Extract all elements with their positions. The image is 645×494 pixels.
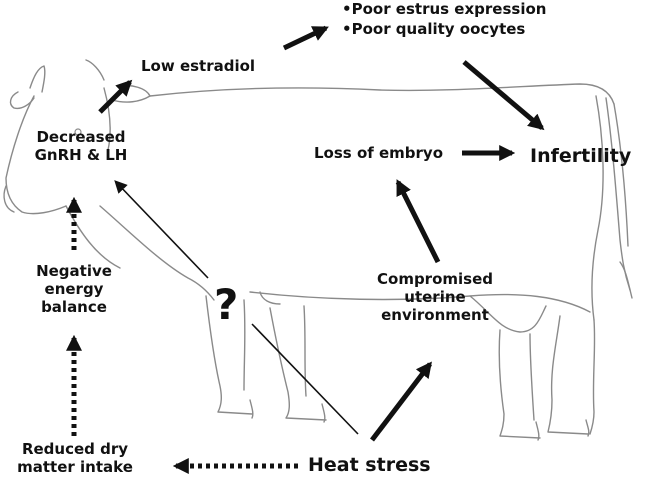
label-decreased-line1: Decreased — [36, 128, 126, 146]
arrow-oocytes-to-infertility — [462, 60, 545, 131]
label-reduced-line2: matter intake — [17, 458, 133, 476]
label-reduced-dry-matter-intake: Reduced dry matter intake — [6, 440, 144, 476]
label-infertility: Infertility — [530, 145, 632, 167]
label-compromised-uterine-environment: Compromised uterine environment — [362, 270, 508, 324]
arrow-question-to-decreased — [114, 180, 209, 279]
cow-eye — [74, 128, 82, 136]
label-low-estradiol: Low estradiol — [141, 57, 256, 75]
label-reduced-line1: Reduced dry — [21, 440, 129, 458]
label-decreased-gnrh-lh: Decreased GnRH & LH — [22, 128, 140, 164]
label-decreased-line2: GnRH & LH — [34, 146, 128, 164]
arrow-uterine-to-embryo — [395, 179, 441, 264]
label-negative-line3: balance — [41, 298, 107, 316]
solid-arrows — [98, 25, 545, 442]
dashed-arrows — [65, 196, 298, 475]
arrow-estradiol-to-estrus — [282, 25, 329, 51]
label-question-mark: ? — [214, 280, 239, 329]
label-negative-energy-balance: Negative energy balance — [18, 262, 130, 316]
label-negative-line1: Negative — [36, 262, 112, 280]
label-compromised-line2: uterine — [404, 288, 466, 306]
label-loss-of-embryo: Loss of embryo — [314, 144, 444, 162]
line-question-to-heat — [251, 323, 359, 435]
label-compromised-line1: Compromised — [377, 270, 493, 288]
label-poor-estrus: •Poor estrus expression — [342, 0, 547, 18]
label-poor-oocytes: •Poor quality oocytes — [342, 20, 526, 38]
label-negative-line2: energy — [44, 280, 104, 298]
arrow-heat-to-uterine — [370, 361, 432, 442]
label-heat-stress: Heat stress — [308, 454, 431, 476]
arrow-decreased-to-estradiol — [98, 79, 133, 114]
cow-outline — [3, 59, 633, 441]
thin-arrows — [114, 180, 359, 435]
label-compromised-line3: environment — [381, 306, 489, 324]
